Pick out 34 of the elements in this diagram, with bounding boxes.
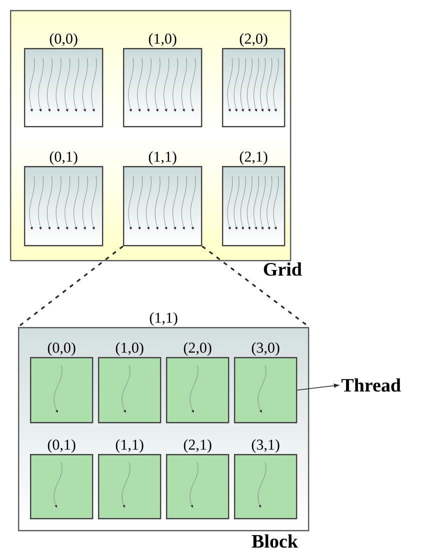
dashed-line <box>18 246 124 328</box>
node-label: (2,1) <box>184 439 212 453</box>
thread-box: (1,0) <box>98 342 162 424</box>
thread-box: (0,0) <box>30 342 94 424</box>
block-box: (2,1) <box>222 151 286 246</box>
thread-box: (2,1) <box>166 439 230 520</box>
thread-label: Thread <box>342 378 401 392</box>
node-label: (3,0) <box>252 342 280 356</box>
node-label: (3,1) <box>252 439 280 453</box>
thread-box: (2,0) <box>166 342 230 424</box>
arrow <box>296 384 339 390</box>
block-box: (2,0) <box>222 33 286 128</box>
node-label: (2,0) <box>184 342 212 356</box>
node-label: (0,1) <box>48 439 76 453</box>
thread-box: (0,1) <box>30 439 94 520</box>
node-label: (1,0) <box>148 33 176 47</box>
node-label: (0,0) <box>48 342 76 356</box>
node-label: Grid <box>264 262 302 276</box>
node-label: (1,1) <box>150 312 178 326</box>
node-label: (0,0) <box>50 33 78 47</box>
block-box: (0,1) <box>24 151 104 246</box>
node-label: (2,0) <box>240 33 268 47</box>
node-label: (1,1) <box>116 439 144 453</box>
block-box: (1,0) <box>123 33 202 128</box>
node-label: (0,1) <box>50 151 78 165</box>
node-label: Block <box>252 534 298 548</box>
thread-box: (3,0) <box>234 342 298 424</box>
node-label: (2,1) <box>240 151 268 165</box>
thread-box: (3,1) <box>234 439 298 520</box>
block-box: (0,0) <box>24 33 104 128</box>
thread-box: (1,1) <box>98 439 162 520</box>
node-label: (1,1) <box>148 151 176 165</box>
block-box: (1,1) <box>123 151 202 246</box>
node-label: (1,0) <box>116 342 144 356</box>
